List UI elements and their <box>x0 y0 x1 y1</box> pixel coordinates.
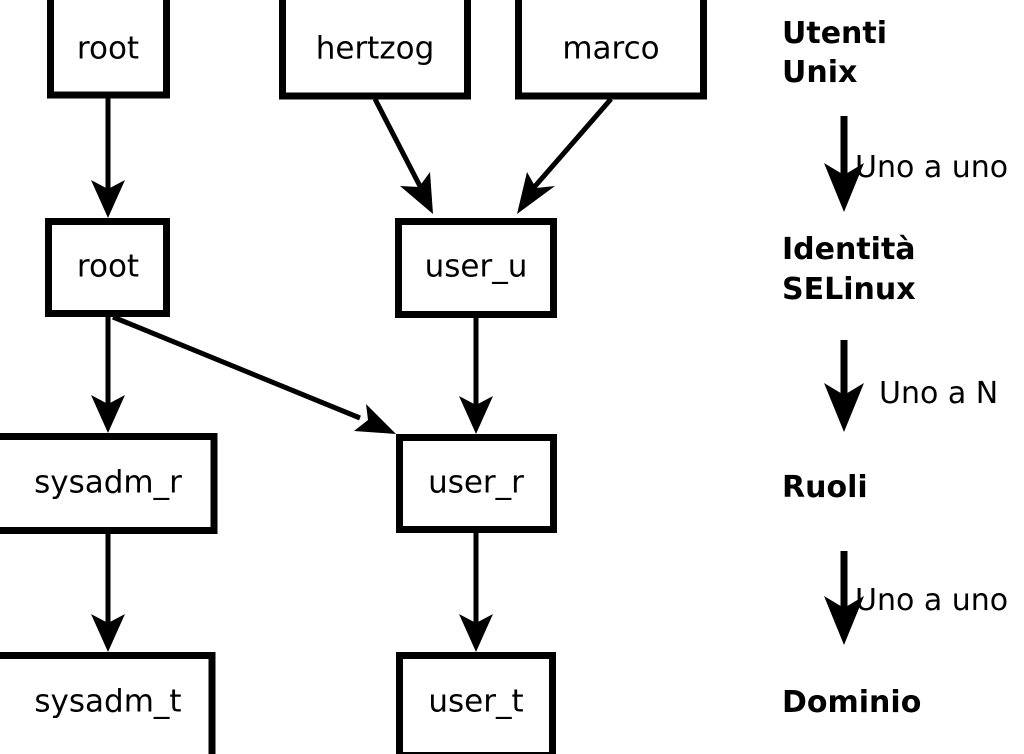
node-domain-user-t[interactable]: user_t <box>396 652 556 754</box>
legend-relation-roles-to-domain: Uno a uno <box>824 551 1008 645</box>
node-unix-root[interactable]: root <box>47 0 170 99</box>
node-unix-marco[interactable]: marco <box>515 0 707 100</box>
legend-column: Utenti Unix Uno a uno Identità SELinux U… <box>782 16 1008 720</box>
node-role-user-r[interactable]: user_r <box>396 434 557 533</box>
edge-id-root-to-sysadm-r <box>91 317 125 433</box>
node-label: user_u <box>425 249 528 285</box>
node-label: sysadm_r <box>34 465 182 501</box>
edges-layer <box>91 97 613 652</box>
node-identity-root[interactable]: root <box>45 218 170 317</box>
edge-unix-root-to-id-root <box>91 98 125 218</box>
edge-id-root-to-user-r <box>112 314 396 434</box>
node-identity-user-u[interactable]: user_u <box>395 218 557 318</box>
nodes-layer: root hertzog marco root user_u sysadm_r <box>0 0 707 754</box>
legend-relation-unix-to-identity: Uno a uno <box>824 116 1008 212</box>
legend-stage-domain: Dominio <box>782 685 921 720</box>
edge-user-u-to-user-r <box>459 318 493 434</box>
edge-marco-to-user-u <box>517 97 613 214</box>
legend-stage-roles: Ruoli <box>782 470 868 505</box>
legend-stage-line: Dominio <box>782 685 921 720</box>
edge-user-r-to-user-t <box>459 533 493 652</box>
edge-sysadm-r-to-sysadm-t <box>91 534 125 652</box>
node-domain-sysadm-t[interactable]: sysadm_t <box>0 652 216 754</box>
node-label: hertzog <box>316 31 435 67</box>
edge-hertzog-to-user-u <box>372 97 433 214</box>
node-role-sysadm-r[interactable]: sysadm_r <box>0 433 218 534</box>
legend-stage-identity: Identità SELinux <box>782 232 916 307</box>
node-label: root <box>77 31 139 67</box>
legend-arrow-head-icon <box>824 596 864 645</box>
legend-stage-line: Unix <box>782 55 857 90</box>
node-unix-hertzog[interactable]: hertzog <box>279 0 471 100</box>
legend-stage-line: Utenti <box>782 16 887 51</box>
legend-relation-label: Uno a uno <box>855 583 1008 618</box>
legend-stage-line: Identità <box>782 232 916 267</box>
legend-stage-unix: Utenti Unix <box>782 16 887 90</box>
legend-arrow-head-icon <box>824 163 864 212</box>
node-label: user_r <box>428 465 524 501</box>
legend-relation-identity-to-roles: Uno a N <box>824 340 998 432</box>
node-label: sysadm_t <box>34 684 181 720</box>
legend-stage-line: SELinux <box>782 272 916 307</box>
legend-arrow-head-icon <box>824 383 864 432</box>
node-label: root <box>77 249 139 285</box>
legend-relation-label: Uno a uno <box>855 150 1008 185</box>
node-label: user_t <box>428 684 523 720</box>
node-label: marco <box>562 31 659 67</box>
legend-stage-line: Ruoli <box>782 470 868 505</box>
legend-relation-label: Uno a N <box>879 376 998 411</box>
